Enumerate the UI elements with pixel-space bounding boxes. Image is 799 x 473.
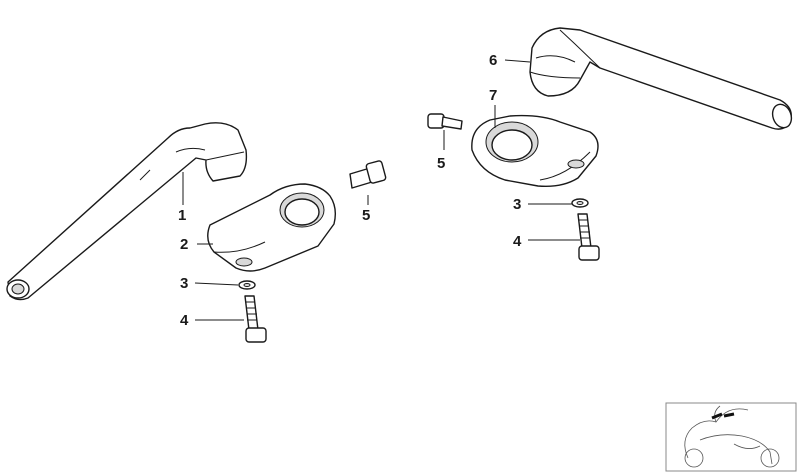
callout-5-left: 5 [362,207,370,224]
callout-4-right: 4 [513,233,522,250]
left-screw-5-part [349,160,387,189]
right-handlebar-part [529,27,793,130]
left-bolt-4-part [244,295,267,343]
callout-3-left: 3 [180,275,188,292]
right-screw-5-part [427,113,463,130]
callout-2-left: 2 [180,236,188,253]
motorcycle-thumbnail-icon [665,402,797,472]
callout-5-right: 5 [437,155,445,172]
left-clamp-part [207,183,337,272]
right-clamp-part [471,114,599,188]
callout-1-left: 1 [178,207,186,224]
callout-3-right: 3 [513,196,521,213]
left-handlebar-part [6,122,248,301]
right-washer-3-part [571,198,589,208]
left-washer-3-part [238,280,256,290]
right-bolt-4-part [577,213,600,261]
callout-6-right: 6 [489,52,497,69]
callout-4-left: 4 [180,312,189,329]
callout-7-right: 7 [489,87,497,104]
